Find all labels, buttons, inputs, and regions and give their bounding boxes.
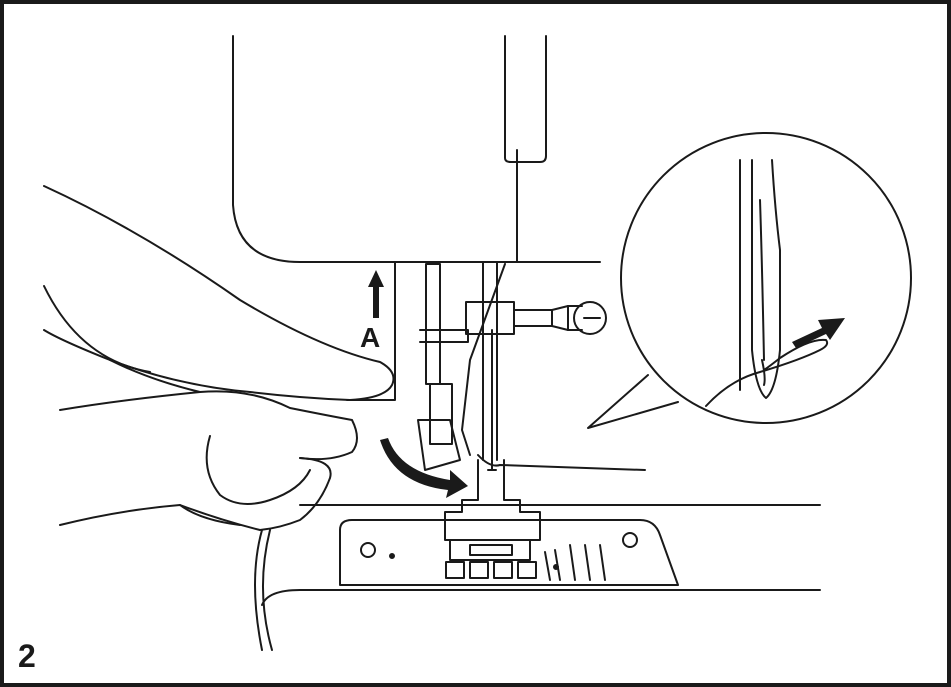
machine-head xyxy=(232,35,601,401)
presser-foot xyxy=(444,459,541,579)
rotate-arrow-icon xyxy=(380,438,468,498)
needle-plate xyxy=(261,504,821,606)
lift-arrow-icon xyxy=(368,270,384,318)
needle-clamp-assembly xyxy=(417,261,607,471)
magnified-needle-callout xyxy=(587,132,912,429)
arrows xyxy=(368,270,845,498)
figure-number: 2 xyxy=(18,638,36,674)
label-a: A xyxy=(360,322,381,353)
thread xyxy=(254,263,646,651)
pull-arrow-icon xyxy=(792,318,845,348)
hands xyxy=(43,185,395,531)
